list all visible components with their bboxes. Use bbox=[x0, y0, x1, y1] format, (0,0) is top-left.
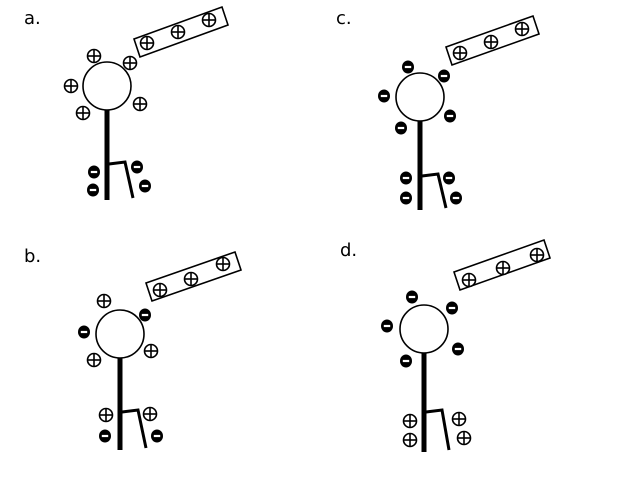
knob-charge-negative bbox=[452, 342, 464, 356]
rod-charge-positive bbox=[152, 282, 168, 298]
knob-charge-positive bbox=[86, 352, 102, 368]
leaf-charge-negative bbox=[131, 160, 143, 174]
leaf-charge-negative bbox=[400, 171, 412, 185]
leaf-charge-positive bbox=[456, 430, 472, 446]
knob-charge-positive bbox=[75, 105, 91, 121]
electroscope-knob bbox=[82, 61, 132, 111]
leaf-charge-negative bbox=[139, 179, 151, 193]
leaf-charge-negative bbox=[151, 429, 163, 443]
panel-3: c. bbox=[336, 8, 541, 210]
knob-charge-negative bbox=[444, 109, 456, 123]
leaf-charge-negative bbox=[450, 191, 462, 205]
leaf-charge-positive bbox=[98, 407, 114, 423]
rod-charge-positive bbox=[139, 35, 155, 51]
panel-label: c. bbox=[336, 8, 352, 29]
electroscope-knob bbox=[95, 309, 145, 359]
leaf-charge-negative bbox=[99, 429, 111, 443]
knob-charge-negative bbox=[139, 308, 151, 322]
knob-charge-negative bbox=[78, 325, 90, 339]
electroscope-leaf bbox=[425, 408, 451, 451]
knob-charge-positive bbox=[132, 96, 148, 112]
rod-charge-positive bbox=[529, 247, 545, 263]
panels-layer: a. b. c. d. bbox=[24, 5, 552, 452]
leaf-charge-positive bbox=[402, 413, 418, 429]
panel-1: a. bbox=[24, 5, 230, 200]
panel-label: a. bbox=[24, 8, 41, 29]
rod-charge-positive bbox=[170, 24, 186, 40]
rod-charge-positive bbox=[495, 260, 511, 276]
knob-charge-negative bbox=[402, 60, 414, 74]
knob-charge-positive bbox=[63, 78, 79, 94]
rod-charge-positive bbox=[461, 272, 477, 288]
knob-charge-positive bbox=[143, 343, 159, 359]
leaf-charge-positive bbox=[451, 411, 467, 427]
rod-charge-positive bbox=[452, 45, 468, 61]
rod-charge-positive bbox=[514, 21, 530, 37]
electroscope-leaf bbox=[421, 172, 448, 209]
leaf-charge-positive bbox=[142, 406, 158, 422]
electroscope-leaf bbox=[108, 160, 135, 199]
knob-charge-negative bbox=[395, 121, 407, 135]
electroscope-leaf bbox=[121, 408, 148, 449]
rod-charge-positive bbox=[215, 256, 231, 272]
rod-charge-positive bbox=[183, 271, 199, 287]
panel-2: b. bbox=[24, 246, 243, 450]
knob-charge-positive bbox=[86, 48, 102, 64]
leaf-charge-positive bbox=[402, 432, 418, 448]
knob-charge-negative bbox=[381, 319, 393, 333]
leaf-charge-negative bbox=[443, 171, 455, 185]
leaf-charge-negative bbox=[87, 183, 99, 197]
knob-charge-negative bbox=[446, 301, 458, 315]
rod-charge-positive bbox=[483, 34, 499, 50]
electroscope-knob bbox=[399, 304, 449, 354]
knob-charge-negative bbox=[438, 69, 450, 83]
electroscope-knob bbox=[395, 72, 445, 122]
panel-4: d. bbox=[340, 238, 552, 452]
knob-charge-positive bbox=[96, 293, 112, 309]
knob-charge-positive bbox=[122, 55, 138, 71]
panel-label: d. bbox=[340, 240, 357, 261]
knob-charge-negative bbox=[400, 354, 412, 368]
knob-charge-negative bbox=[406, 290, 418, 304]
rod-charge-positive bbox=[201, 12, 217, 28]
leaf-charge-negative bbox=[400, 191, 412, 205]
leaf-charge-negative bbox=[88, 165, 100, 179]
knob-charge-negative bbox=[378, 89, 390, 103]
panel-label: b. bbox=[24, 246, 41, 267]
